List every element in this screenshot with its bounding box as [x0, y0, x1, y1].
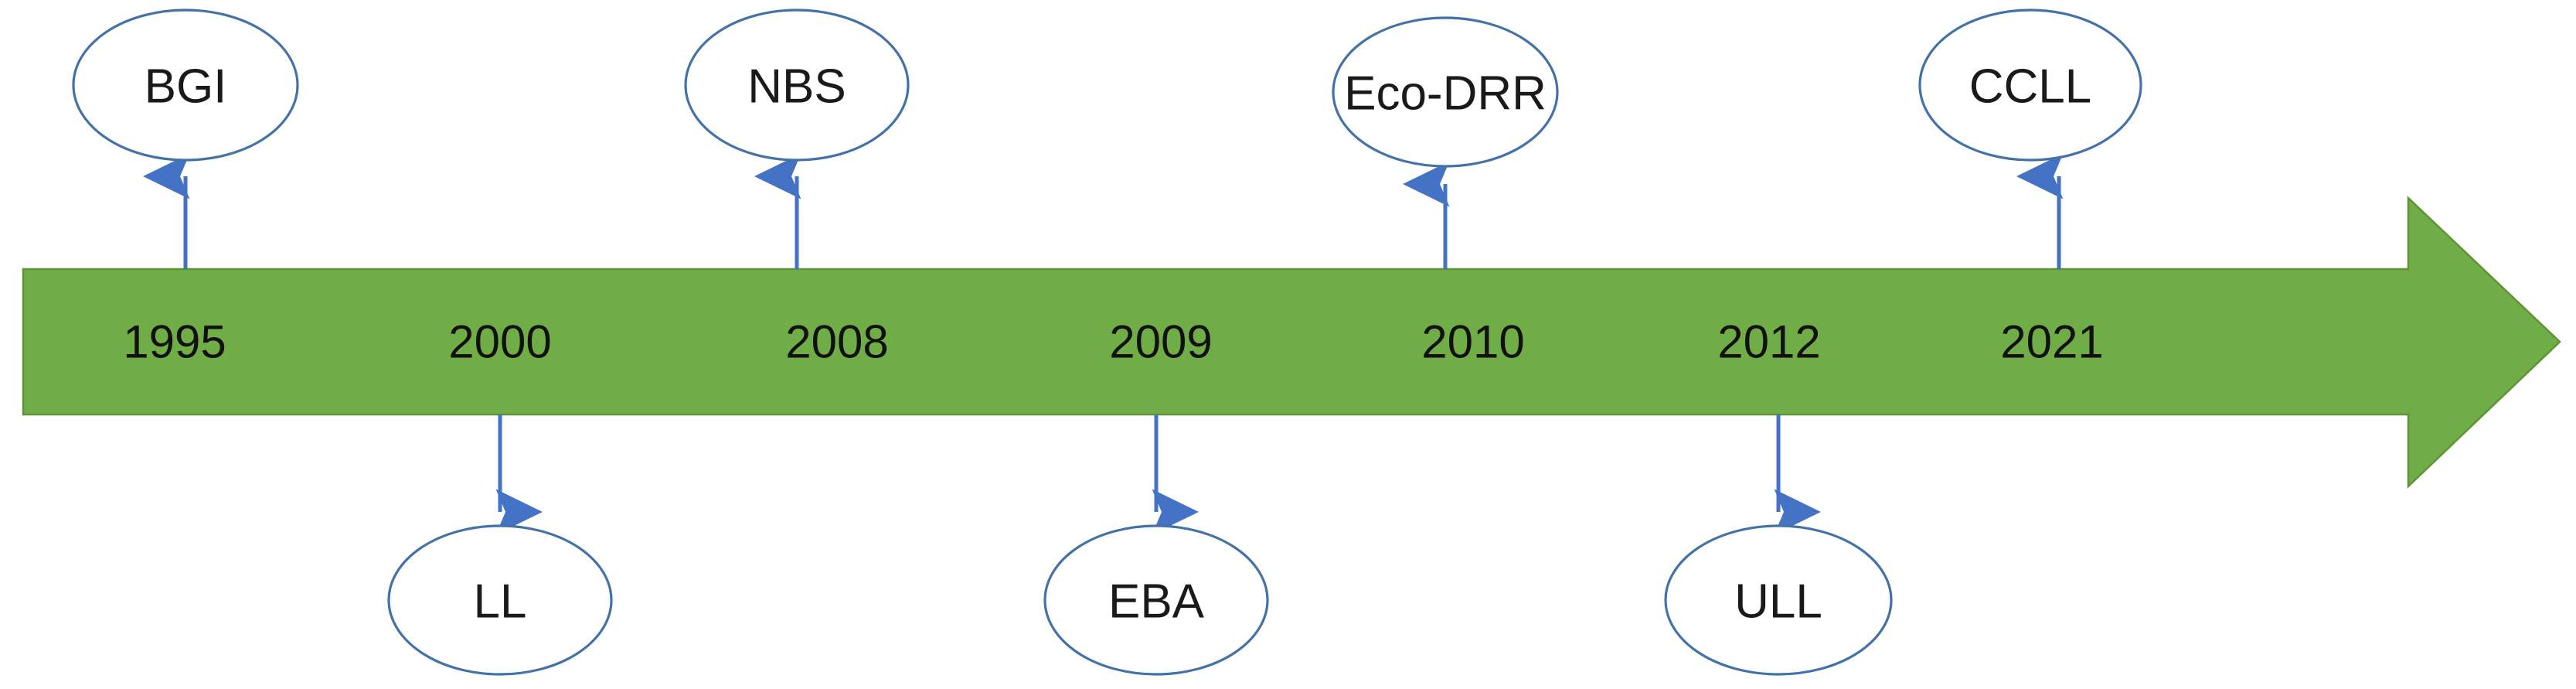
node-eba-label: EBA	[1108, 575, 1205, 629]
node-ccll-label: CCLL	[1969, 60, 2092, 114]
node-bgi-ellipse	[72, 9, 299, 162]
node-bgi-label: BGI	[145, 60, 227, 114]
node-eco-drr-ellipse	[1332, 16, 1559, 168]
connectors-down-group	[495, 414, 1821, 535]
node-ll-label: LL	[474, 575, 527, 629]
connectors-up-group	[143, 153, 2064, 269]
year-label-2000: 2000	[448, 316, 551, 368]
node-ull-label: ULL	[1734, 575, 1822, 629]
year-label-2010: 2010	[1421, 316, 1524, 368]
node-ccll[interactable]: CCLL	[1918, 9, 2142, 162]
node-nbs-ellipse	[684, 9, 910, 162]
year-label-1995: 1995	[123, 316, 226, 368]
year-labels-group: 1995 2000 2008 2009 2010 2012 2021	[123, 316, 2103, 368]
node-nbs[interactable]: NBS	[684, 9, 910, 162]
node-eba[interactable]: EBA	[1043, 524, 1269, 676]
node-ll-ellipse	[387, 524, 613, 676]
node-ull-ellipse	[1664, 524, 1893, 676]
node-eco-drr[interactable]: Eco-DRR	[1332, 16, 1559, 168]
year-label-2009: 2009	[1109, 316, 1212, 368]
node-ull[interactable]: ULL	[1664, 524, 1893, 676]
timeline-arrow-shape	[22, 196, 2561, 489]
node-eco-drr-label: Eco-DRR	[1344, 67, 1547, 121]
year-label-2021: 2021	[2000, 316, 2103, 368]
node-bgi[interactable]: BGI	[72, 9, 299, 162]
year-label-2012: 2012	[1717, 316, 1820, 368]
node-eba-ellipse	[1043, 524, 1269, 676]
year-label-2008: 2008	[785, 316, 888, 368]
node-ll[interactable]: LL	[387, 524, 613, 676]
node-ccll-ellipse	[1918, 9, 2142, 162]
node-nbs-label: NBS	[747, 60, 846, 114]
